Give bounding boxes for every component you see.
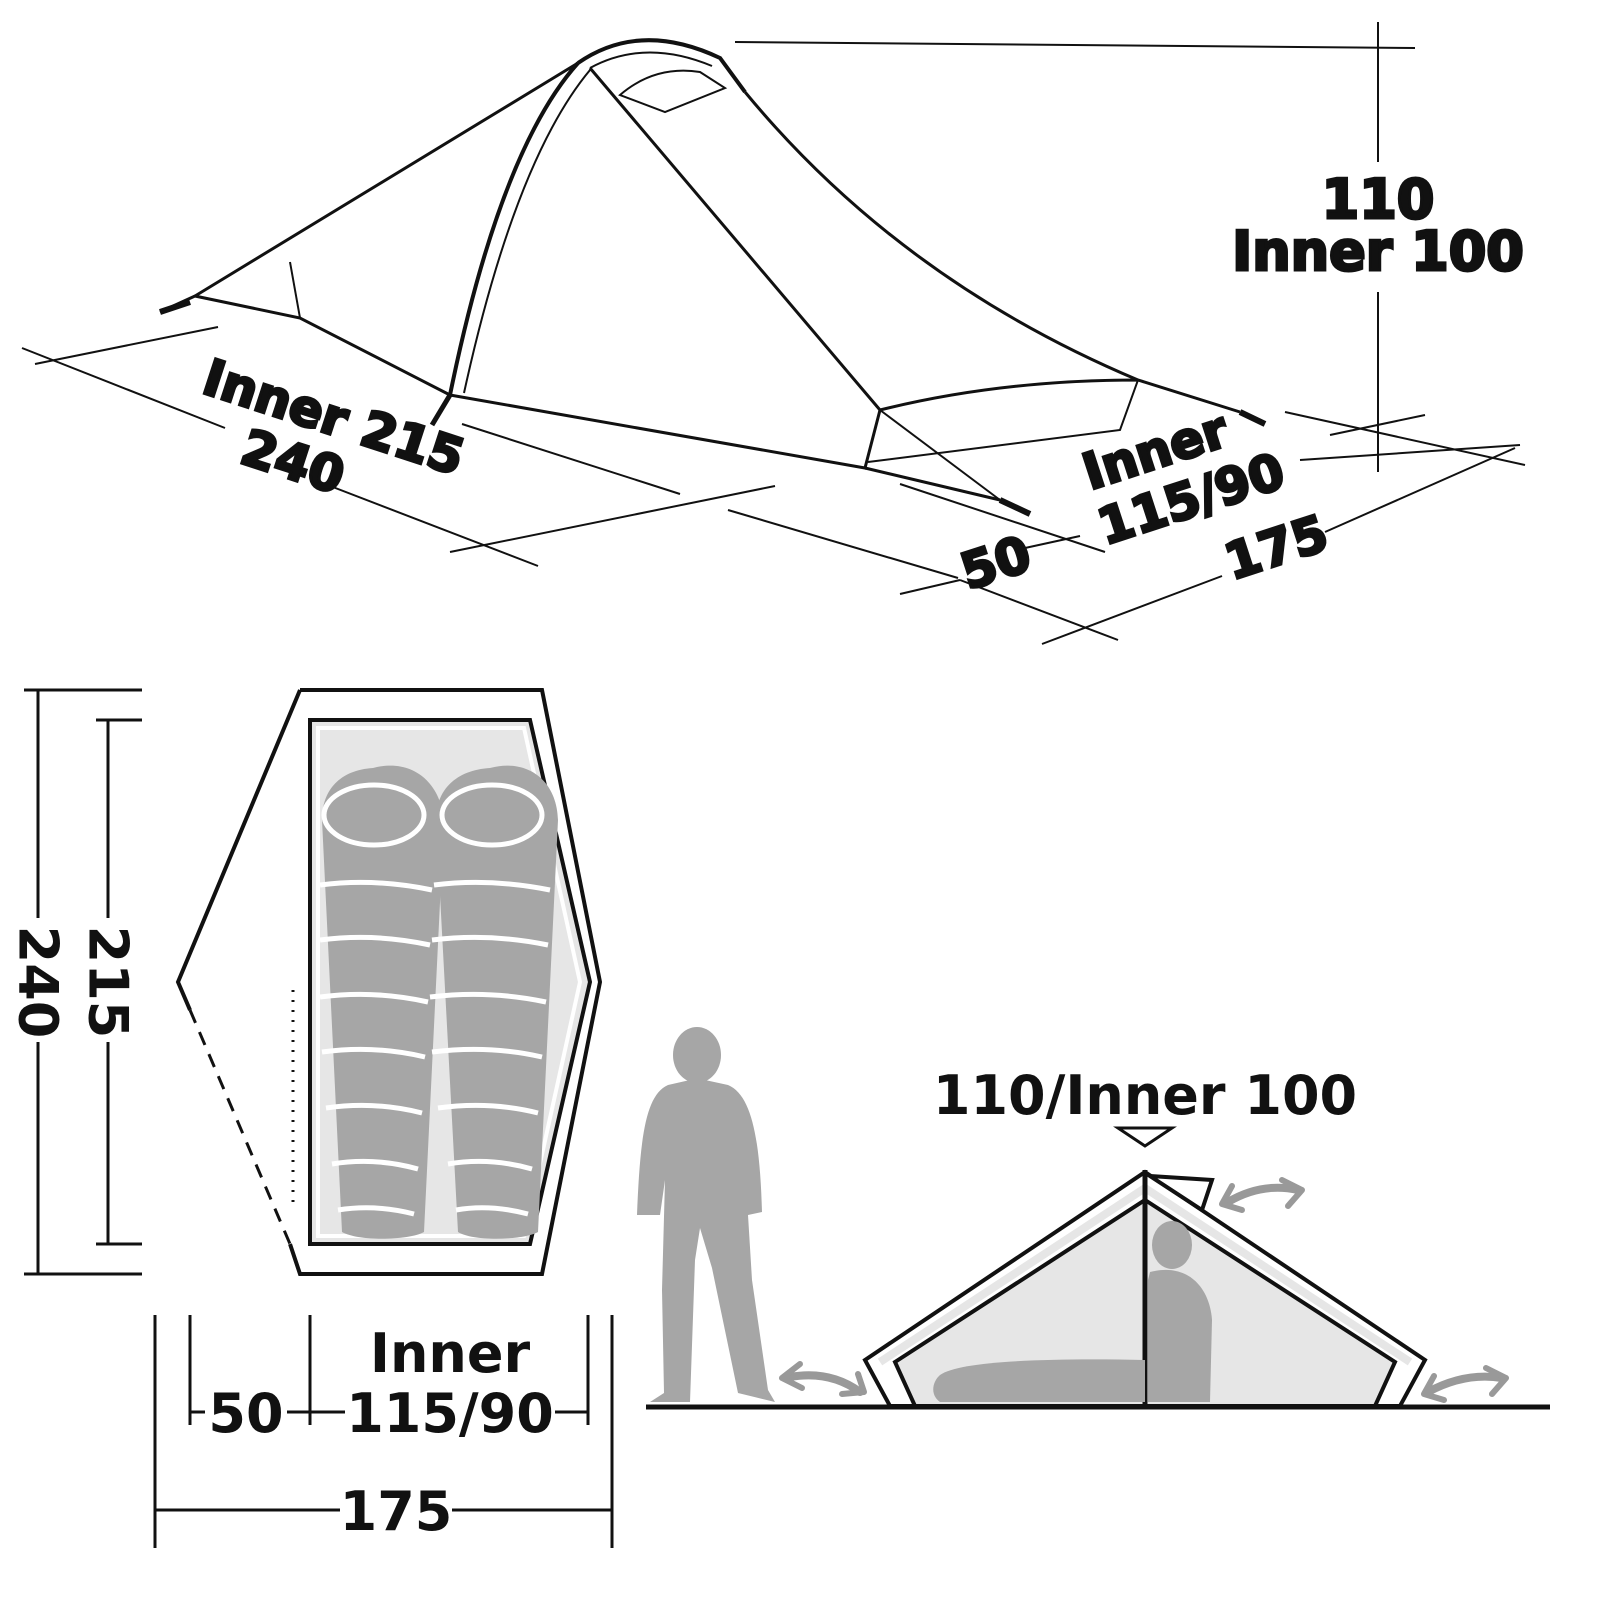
floor-plan-width-inner: Inner [370, 1322, 531, 1385]
arch-pole [448, 61, 580, 396]
perspective-vestibule: 50 [954, 525, 1038, 602]
perspective-width-total: 175 [1218, 504, 1335, 591]
floor-plan-vestibule: 50 [208, 1382, 283, 1445]
tent-perspective-drawing [159, 38, 1267, 517]
floor-plan-horizontal-dims [153, 1315, 614, 1548]
left-panel [190, 61, 579, 397]
roof-vent [618, 69, 728, 114]
sleeping-bag-quilting [319, 879, 551, 1217]
floor-plan-vertical-dims [24, 688, 142, 1276]
perspective-view: 110 Inner 100 Inner 215 240 Inner 115/90… [21, 22, 1526, 645]
fly-footprint [288, 688, 603, 1276]
floor-plan-length-total: 240 [7, 926, 70, 1039]
vent-flap [1142, 1173, 1215, 1214]
right-panel [743, 91, 1139, 382]
bottom-edge [449, 378, 1241, 470]
side-view-height-label: 110/Inner 100 [933, 1064, 1357, 1127]
standing-person-icon [637, 1027, 775, 1402]
side-view: 110/Inner 100 [637, 1027, 1550, 1410]
sleeping-bag-icon [933, 1359, 1145, 1402]
ridge-arch [576, 38, 747, 94]
ventilation-arrow-icon [779, 1177, 1509, 1403]
perspective-height-total: 110 [1322, 168, 1435, 231]
floor-plan-width-inner-values: 115/90 [346, 1382, 554, 1445]
vestibule-door-dashed [188, 1009, 292, 1245]
height-marker-triangle [1113, 1126, 1177, 1148]
tent-side-drawing [862, 1169, 1428, 1408]
floor-plan-width-total: 175 [340, 1480, 453, 1543]
floor-plan: 240 215 50 Inner 115/90 175 [7, 688, 614, 1548]
sitting-person-icon [1148, 1221, 1212, 1402]
floor-plan-length-inner: 215 [77, 926, 140, 1039]
perspective-height-inner: Inner 100 [1232, 220, 1524, 283]
perspective-dimension-lines [21, 22, 1526, 645]
